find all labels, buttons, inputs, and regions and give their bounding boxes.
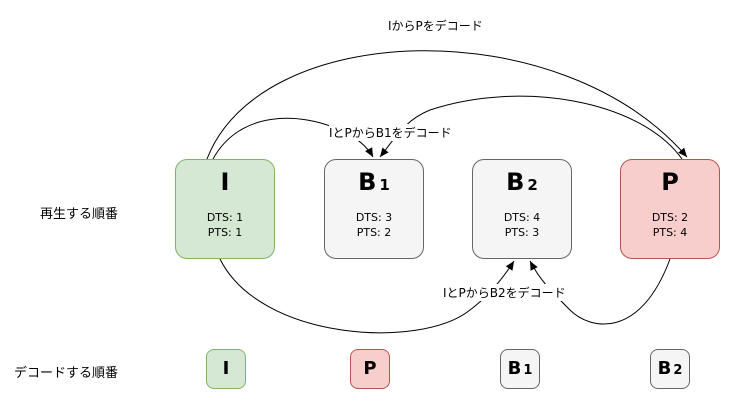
frame-letter: I	[220, 168, 230, 196]
label-ip-to-b1: IとPからB1をデコード	[329, 124, 452, 141]
frame-pts: PTS: 3	[504, 226, 540, 239]
arrow-i-to-p	[206, 50, 688, 160]
arrow-i-to-b2	[219, 258, 515, 334]
frame-dts: DTS: 4	[503, 211, 541, 224]
frame-pts: PTS: 2	[356, 226, 392, 239]
frame-pts: PTS: 4	[652, 226, 688, 239]
decode-frame-letter: P	[363, 358, 377, 379]
frame-p: P DTS: 2 PTS: 4	[620, 159, 720, 259]
frame-dts: DTS: 3	[355, 211, 393, 224]
frame-dts: DTS: 1	[206, 211, 244, 224]
decode-frame-letter: I	[222, 358, 230, 379]
decode-frame-i: I	[206, 349, 246, 389]
frame-dts: DTS: 2	[651, 211, 689, 224]
row-label-decode: デコードする順番	[14, 366, 119, 381]
frame-letter: P	[661, 168, 679, 196]
arrow-i-to-b1	[212, 117, 374, 160]
label-ip-to-b2: IとPからB2をデコード	[443, 284, 566, 301]
frame-pts: PTS: 1	[207, 226, 243, 239]
label-i-to-p: IからPをデコード	[388, 17, 483, 34]
frame-i: I DTS: 1 PTS: 1	[175, 159, 275, 259]
arrow-p-to-b2	[529, 258, 671, 325]
decode-frame-p: P	[350, 349, 390, 389]
row-label-playback: 再生する順番	[40, 207, 119, 222]
